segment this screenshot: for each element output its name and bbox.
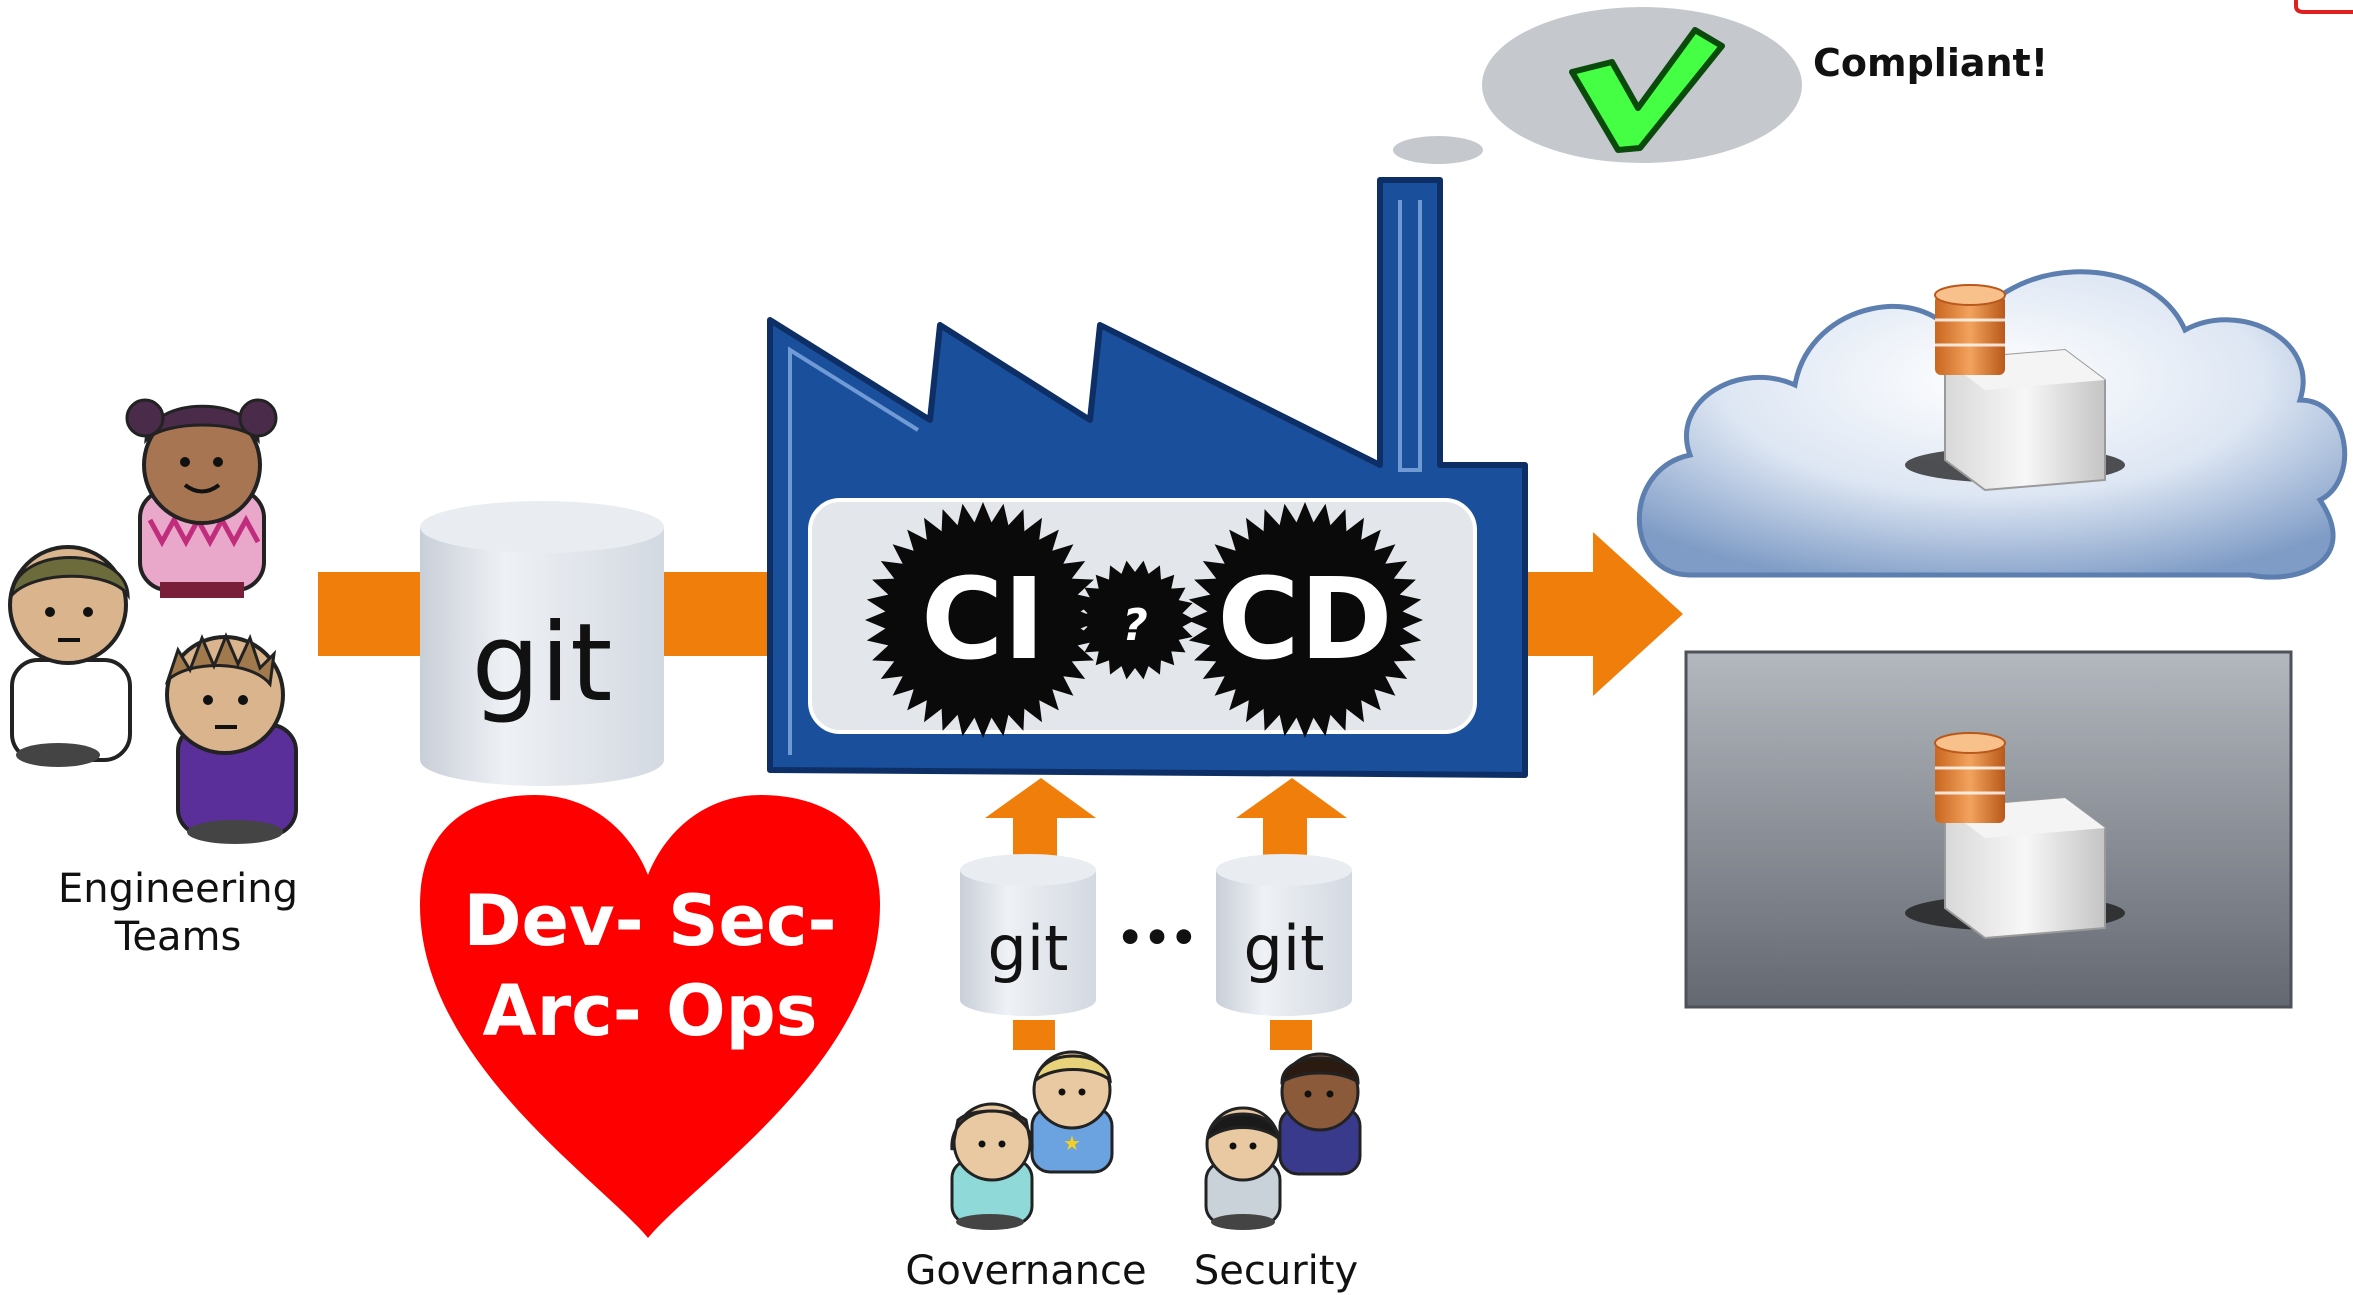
arrow-factory-to-deploy bbox=[1518, 532, 1683, 696]
devsecarcops-heart: Dev- Sec- Arc- Ops bbox=[420, 795, 880, 1238]
person-icon bbox=[950, 1102, 1034, 1230]
on-prem-server-icon bbox=[1905, 732, 2125, 940]
main-git-repo: git bbox=[420, 501, 664, 786]
ci-label: CI bbox=[921, 555, 1045, 685]
governance-git-repo: git bbox=[960, 854, 1096, 1016]
governance-label: Governance bbox=[905, 1248, 1146, 1294]
corner-marker bbox=[2294, 0, 2353, 14]
arrow-teams-to-git bbox=[318, 572, 428, 656]
heart-line2: Arc- Ops bbox=[483, 970, 818, 1052]
person-icon bbox=[125, 398, 278, 598]
security-label: Security bbox=[1194, 1248, 1358, 1294]
person-icon bbox=[1204, 1106, 1282, 1230]
svg-text:★: ★ bbox=[1063, 1131, 1081, 1155]
governance-people: ★ bbox=[950, 1050, 1114, 1230]
cd-label: CD bbox=[1217, 555, 1392, 685]
arrow-governance-up bbox=[985, 778, 1096, 1050]
ci-gear-icon bbox=[865, 502, 1101, 738]
engineering-teams-people bbox=[8, 398, 298, 844]
governance-git-label: git bbox=[988, 912, 1069, 985]
checkmark-icon bbox=[1569, 27, 1725, 153]
arrow-git-to-factory bbox=[662, 572, 774, 656]
security-people bbox=[1204, 1052, 1362, 1230]
person-icon: ★ bbox=[1030, 1050, 1114, 1174]
heart-line1: Dev- Sec- bbox=[463, 880, 836, 962]
cloud-server-icon bbox=[1905, 284, 2125, 492]
unknown-label: ? bbox=[1122, 600, 1148, 651]
ci-cd-factory: CI ? CD bbox=[767, 177, 1528, 778]
cd-gear-icon bbox=[1187, 502, 1423, 738]
security-git-label: git bbox=[1244, 912, 1325, 985]
engineering-teams-label-line1: Engineering bbox=[58, 866, 298, 912]
arrow-security-up bbox=[1236, 778, 1347, 1050]
security-git-repo: git bbox=[1216, 854, 1352, 1016]
compliance-thought-bubble: Compliant! bbox=[1393, 7, 2048, 164]
main-git-label: git bbox=[472, 601, 613, 726]
unknown-gear-icon bbox=[1075, 560, 1195, 680]
repo-ellipsis: ••• bbox=[1117, 913, 1198, 962]
engineering-teams-label-line2: Teams bbox=[114, 914, 242, 960]
compliant-text: Compliant! bbox=[1813, 41, 2048, 85]
flow-arrows bbox=[318, 532, 1683, 1050]
person-icon bbox=[1278, 1052, 1362, 1176]
person-icon bbox=[164, 632, 298, 844]
person-icon bbox=[8, 545, 132, 767]
